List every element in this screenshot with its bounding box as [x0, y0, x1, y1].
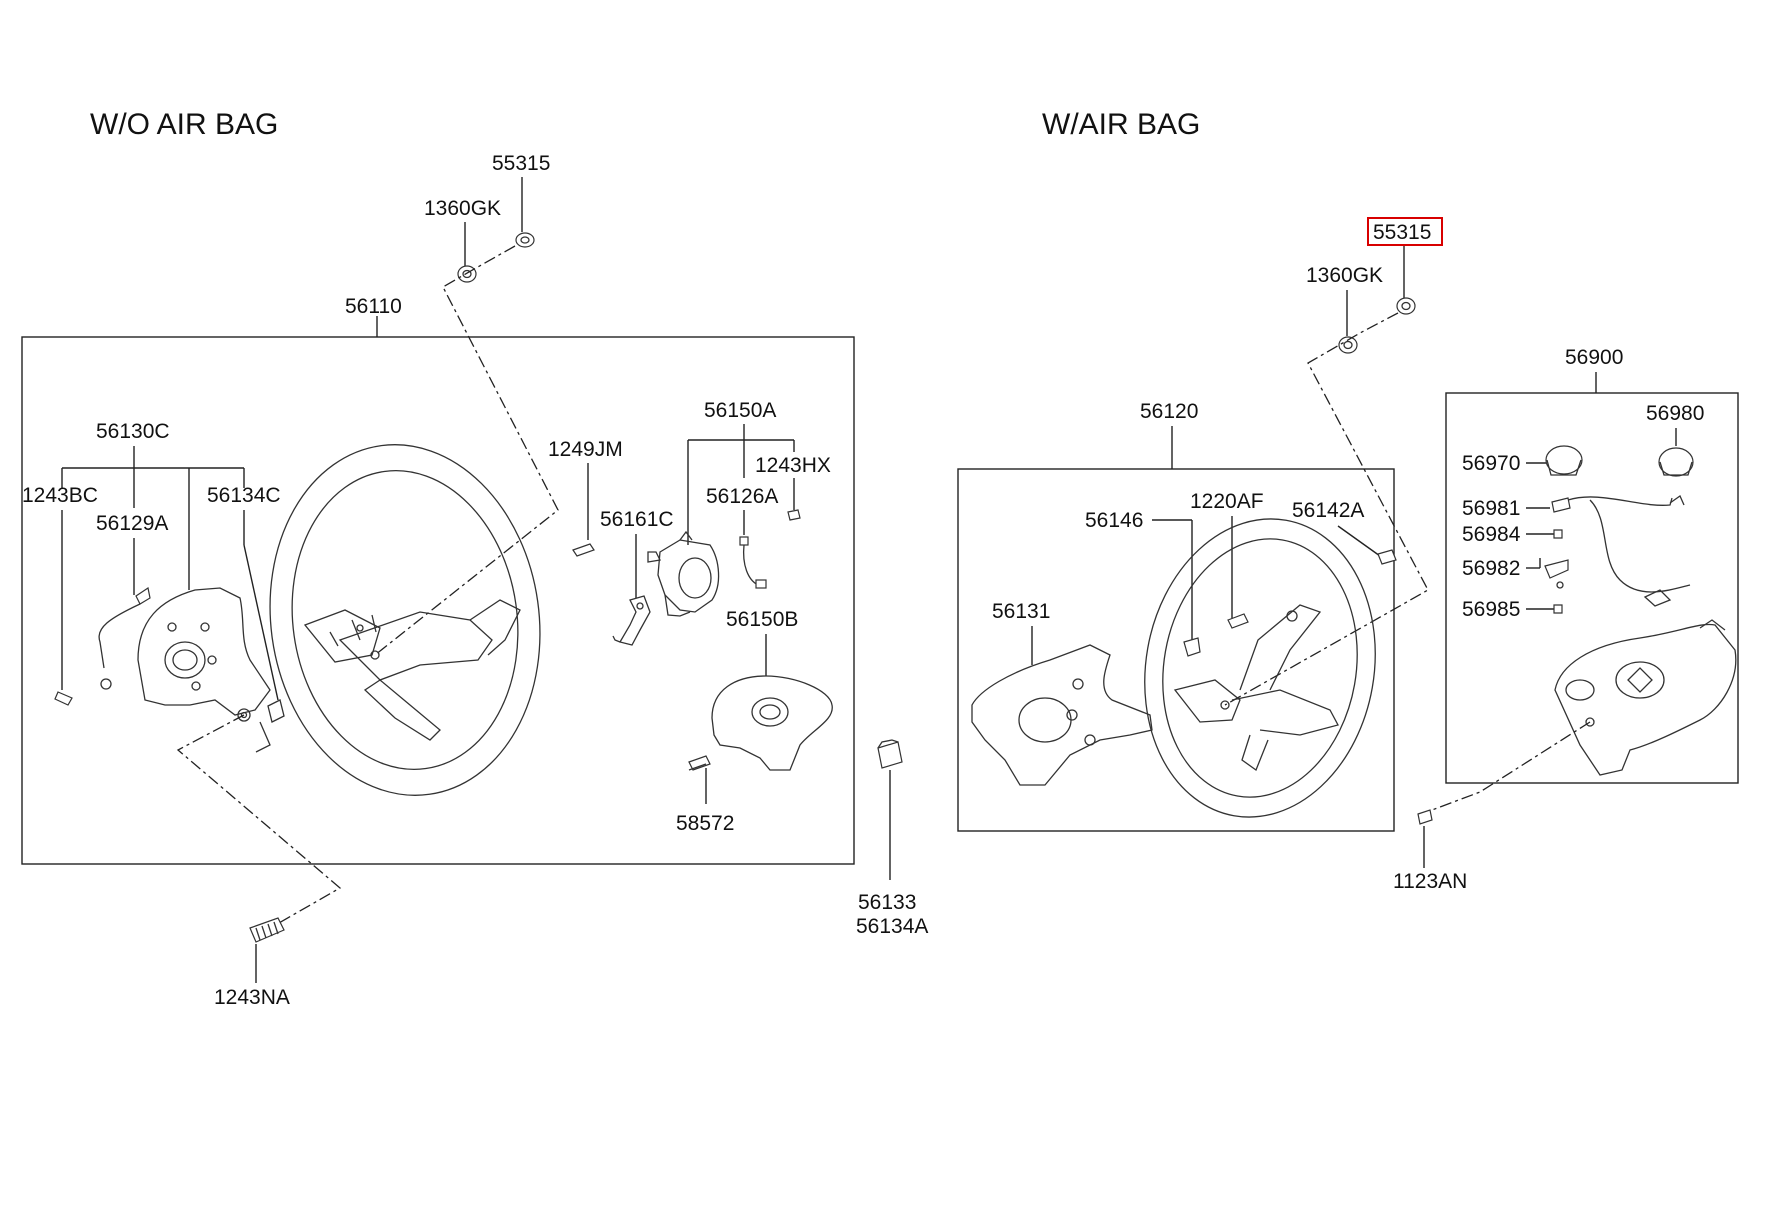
- bolt-1220af: [1227, 613, 1249, 629]
- label-1243na[interactable]: 1243NA: [214, 986, 290, 1009]
- label-56150b[interactable]: 56150B: [726, 608, 798, 631]
- screw-1249jm: [572, 543, 595, 557]
- box-56900: [1445, 392, 1739, 784]
- label-56970[interactable]: 56970: [1462, 452, 1520, 475]
- steering-wheel-left: [269, 444, 541, 796]
- airbag-module-56900: [1554, 619, 1737, 776]
- label-55315-right[interactable]: 55315: [1373, 221, 1431, 244]
- label-56126a[interactable]: 56126A: [706, 485, 778, 508]
- label-1123an[interactable]: 1123AN: [1393, 870, 1467, 893]
- nut-55315-left: [515, 232, 535, 248]
- bracket-56982: [1544, 559, 1569, 579]
- inflator-56980: [1658, 447, 1694, 477]
- label-58572[interactable]: 58572: [676, 812, 734, 835]
- label-56120[interactable]: 56120: [1140, 400, 1198, 423]
- nut-55315-right: [1396, 297, 1416, 315]
- label-56150a[interactable]: 56150A: [704, 399, 776, 422]
- box-56120: [957, 468, 1395, 832]
- emblem-58572: [688, 755, 711, 771]
- box-56110: [21, 336, 855, 865]
- label-1243bc[interactable]: 1243BC: [22, 484, 98, 507]
- label-56984[interactable]: 56984: [1462, 523, 1521, 546]
- steering-wheel-right: [1144, 518, 1376, 818]
- label-1220af[interactable]: 1220AF: [1190, 490, 1264, 513]
- harness-56981: [1551, 495, 1691, 607]
- screw-56985: [1553, 604, 1563, 614]
- horn-cover-56130c: [137, 587, 271, 716]
- label-56146[interactable]: 56146: [1085, 509, 1143, 532]
- bracket-56161c: [612, 595, 651, 646]
- inflator-56970: [1545, 445, 1583, 476]
- label-55315-left[interactable]: 55315: [492, 152, 550, 175]
- screw-56142a: [1377, 549, 1397, 565]
- bracket-56134c: [237, 699, 285, 753]
- cover-56131: [971, 644, 1153, 786]
- label-1249jm[interactable]: 1249JM: [548, 438, 623, 461]
- horn-pad-56150b: [711, 675, 833, 771]
- label-1360gk-left[interactable]: 1360GK: [424, 197, 501, 220]
- label-56142a[interactable]: 56142A: [1292, 499, 1364, 522]
- label-1243hx[interactable]: 1243HX: [755, 454, 831, 477]
- clip-56133: [877, 739, 903, 769]
- bolt-1123an: [1417, 809, 1433, 825]
- screw-1243hx: [787, 509, 801, 521]
- label-56980[interactable]: 56980: [1646, 402, 1704, 425]
- screw-1243bc: [54, 691, 73, 706]
- label-1360gk-right[interactable]: 1360GK: [1306, 264, 1383, 287]
- screw-56984: [1553, 529, 1563, 539]
- label-56134c[interactable]: 56134C: [207, 484, 281, 507]
- title-with-airbag: W/AIR BAG: [1042, 108, 1200, 141]
- label-56161c[interactable]: 56161C: [600, 508, 674, 531]
- right-assembly-group: 55315 1360GK 56120 56146 1220AF 56142A: [957, 217, 1739, 893]
- label-56110[interactable]: 56110: [345, 295, 402, 318]
- label-56130c[interactable]: 56130C: [96, 420, 170, 443]
- label-56981[interactable]: 56981: [1462, 497, 1520, 520]
- washer-1360gk-left: [457, 265, 477, 283]
- middle-clip-group: 56133 56134A: [856, 739, 928, 938]
- highlight-box-55315: [1367, 217, 1443, 246]
- title-without-airbag: W/O AIR BAG: [90, 108, 278, 141]
- horn-wire-56129a: [98, 587, 151, 690]
- sensor-56126a: [739, 536, 767, 589]
- left-assembly-group: 56110 55315 1360GK 1249JM: [21, 152, 855, 1009]
- label-56900[interactable]: 56900: [1565, 346, 1623, 369]
- label-56131[interactable]: 56131: [992, 600, 1050, 623]
- clip-56146: [1183, 637, 1201, 657]
- label-56134a[interactable]: 56134A: [856, 915, 928, 938]
- washer-1360gk-right: [1338, 336, 1358, 354]
- clock-spring-56150a: [647, 530, 720, 617]
- label-56982[interactable]: 56982: [1462, 557, 1520, 580]
- label-56985[interactable]: 56985: [1462, 598, 1520, 621]
- label-56133[interactable]: 56133: [858, 891, 916, 914]
- label-56129a[interactable]: 56129A: [96, 512, 168, 535]
- bolt-1243na: [249, 917, 285, 943]
